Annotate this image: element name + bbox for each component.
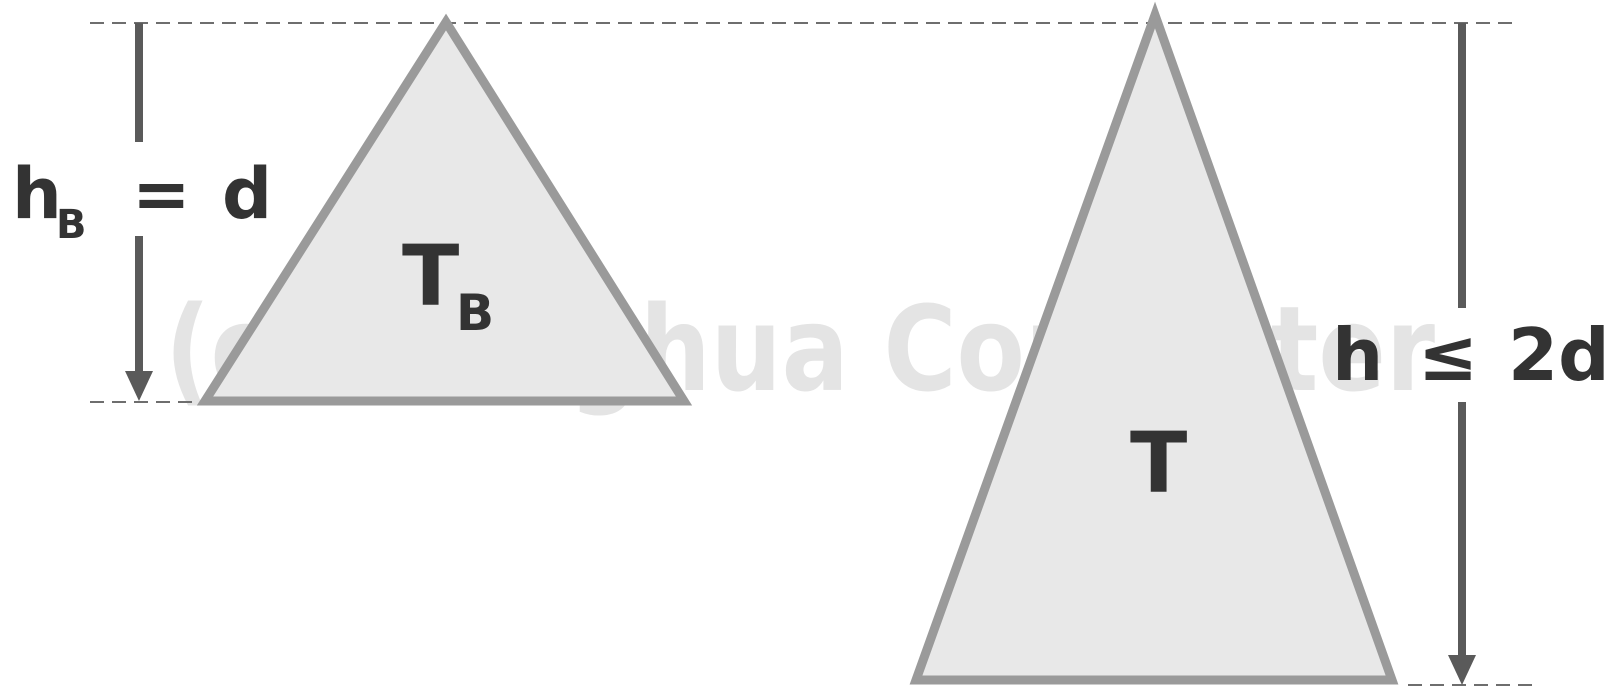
left-triangle-label-subscript: B bbox=[456, 284, 494, 342]
right-height-relation: ≤ bbox=[1418, 313, 1478, 397]
left-height-arrow bbox=[125, 23, 153, 401]
left-arrow-head bbox=[125, 371, 153, 401]
right-triangle-label: T bbox=[1130, 414, 1187, 512]
right-arrow-head bbox=[1448, 655, 1476, 685]
right-height-value: 2d bbox=[1508, 313, 1608, 397]
left-triangle bbox=[196, 13, 693, 406]
left-height-value: d bbox=[222, 153, 272, 235]
left-triangle-label: T bbox=[402, 227, 459, 325]
left-height-relation: = bbox=[132, 153, 191, 235]
right-height-arrow bbox=[1448, 23, 1476, 685]
left-height-var: h bbox=[12, 153, 62, 235]
right-triangle bbox=[909, 1, 1399, 685]
left-height-var-subscript: B bbox=[56, 202, 87, 248]
right-height-var: h bbox=[1332, 313, 1383, 397]
